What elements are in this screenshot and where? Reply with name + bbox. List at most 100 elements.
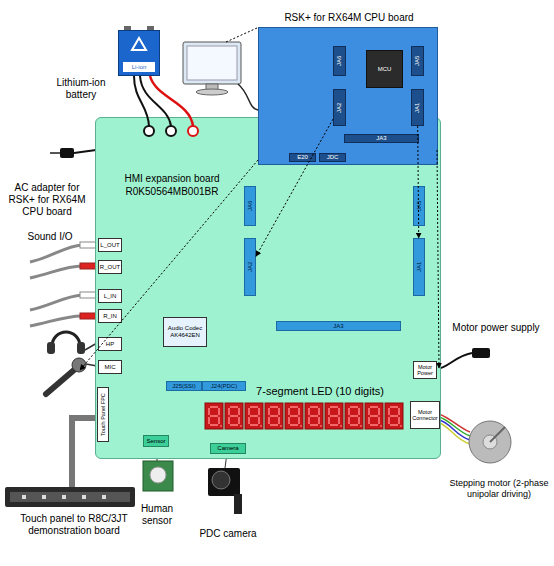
led-digit	[285, 403, 303, 429]
led-digit	[365, 403, 383, 429]
stepping-motor-body	[469, 421, 511, 463]
board-part: JA2	[333, 89, 346, 126]
part-label: Motor Connector	[411, 402, 439, 428]
board-part: Audio Codec AK4642EN	[163, 317, 207, 347]
motor-power-plug	[472, 348, 490, 358]
usb-cable	[238, 84, 258, 110]
callout-label: Sound I/O	[15, 231, 85, 243]
board-part: J25(SSI)	[166, 381, 202, 391]
connector-leader	[256, 119, 333, 256]
part-label: J25(SSI)	[167, 382, 201, 390]
callout-label: Human sensor	[133, 503, 181, 527]
audio-cable	[30, 266, 82, 278]
board-part: JDC	[319, 153, 346, 162]
connector-leader	[418, 126, 419, 238]
motor-power-cable	[437, 353, 472, 369]
headphone-band	[52, 332, 80, 346]
part-label: J24(PDC)	[203, 382, 245, 390]
callout-label: PDC camera	[188, 528, 268, 540]
human-sensor-board	[143, 461, 173, 491]
part-label: JA3	[345, 135, 418, 142]
part-label: R_OUT	[99, 261, 121, 273]
board-part: L_IN	[98, 289, 122, 303]
battery-terminal	[124, 26, 131, 30]
part-label: Sensor	[144, 436, 168, 446]
led-digit	[305, 403, 323, 429]
board-part: MCU	[366, 50, 403, 88]
part-label: JA2	[245, 239, 255, 295]
touch-key	[62, 495, 66, 499]
rca-plug-white	[80, 292, 96, 298]
touch-key	[22, 495, 26, 499]
audio-cable	[30, 316, 82, 326]
touch-key	[42, 495, 46, 499]
board-part: MIC	[98, 360, 122, 374]
part-label: MIC	[99, 361, 121, 373]
led-digit	[325, 403, 343, 429]
led-digit	[205, 403, 223, 429]
rca-plug-red	[80, 263, 96, 269]
battery-terminal-post	[166, 126, 176, 136]
board-part: 7-segment LED (10 digits)	[205, 403, 405, 430]
part-label: HP	[99, 338, 121, 350]
led-digit	[225, 403, 243, 429]
part-label: Li-ion	[123, 62, 155, 72]
callout-label: Motor power supply	[441, 322, 551, 334]
ac-plug	[60, 148, 74, 158]
motor-wire	[439, 420, 470, 440]
board-part: R_OUT	[98, 260, 122, 274]
part-label: JA2	[334, 90, 345, 125]
recycle-symbol	[132, 38, 146, 50]
part-label: JA5	[414, 187, 424, 225]
part-label: JA6	[334, 47, 345, 75]
part-label: JDC	[320, 154, 345, 161]
touch-key	[82, 495, 86, 499]
board-part: J24(PDC)	[202, 381, 246, 391]
touch-key	[102, 495, 106, 499]
battery-terminal-post	[188, 126, 198, 136]
board-part: Lithium-ion batteryLi-ion	[118, 30, 160, 76]
stepping-motor-shaft	[490, 427, 505, 442]
led-digit	[265, 403, 283, 429]
part-label: 7-segment LED (10 digits)	[245, 383, 395, 399]
board-part: Motor Power	[413, 361, 437, 379]
part-label: JA3	[277, 322, 400, 330]
monitor-base	[196, 89, 228, 95]
motor-wire	[439, 423, 470, 444]
part-label: Motor Power	[414, 362, 436, 378]
board-part: JA2	[244, 238, 256, 296]
part-label: MCU	[367, 51, 402, 87]
board-part: JA3	[276, 321, 401, 331]
part-label: JA5	[412, 47, 423, 75]
part-label: Camera	[211, 444, 245, 453]
board-part: JA6	[244, 186, 256, 226]
board-part: E20	[289, 153, 316, 162]
part-label: Audio Codec AK4642EN	[164, 318, 206, 346]
part-label: E20	[290, 154, 315, 161]
monitor-screen	[187, 46, 237, 80]
leader-line	[226, 28, 257, 42]
headphone-cup	[47, 342, 55, 354]
led-digit	[385, 403, 403, 429]
rca-plug-red	[80, 313, 96, 319]
part-label: JA1	[412, 90, 423, 125]
headphone-cup	[77, 342, 85, 354]
battery-wire-black	[140, 76, 171, 126]
board-part: HMI expansion board R0K50564MB001BRJA6JA…	[95, 117, 441, 459]
ac-plug-tip	[50, 152, 60, 154]
battery-terminal	[147, 26, 154, 30]
board-part: JA5	[413, 186, 425, 226]
audio-cable	[30, 295, 82, 310]
part-label: Touch Panel FPC	[98, 388, 108, 441]
leader-line	[80, 160, 258, 370]
board-part: JA3	[344, 134, 419, 143]
ac-cable	[74, 150, 96, 153]
board-part: Camera	[210, 443, 246, 454]
callout-label: Touch panel to R8C/3JT demonstration boa…	[10, 513, 138, 537]
microphone-head	[72, 358, 86, 372]
led-digit	[245, 403, 263, 429]
board-part: L_OUT	[98, 238, 122, 252]
battery-wire-black	[134, 76, 149, 126]
